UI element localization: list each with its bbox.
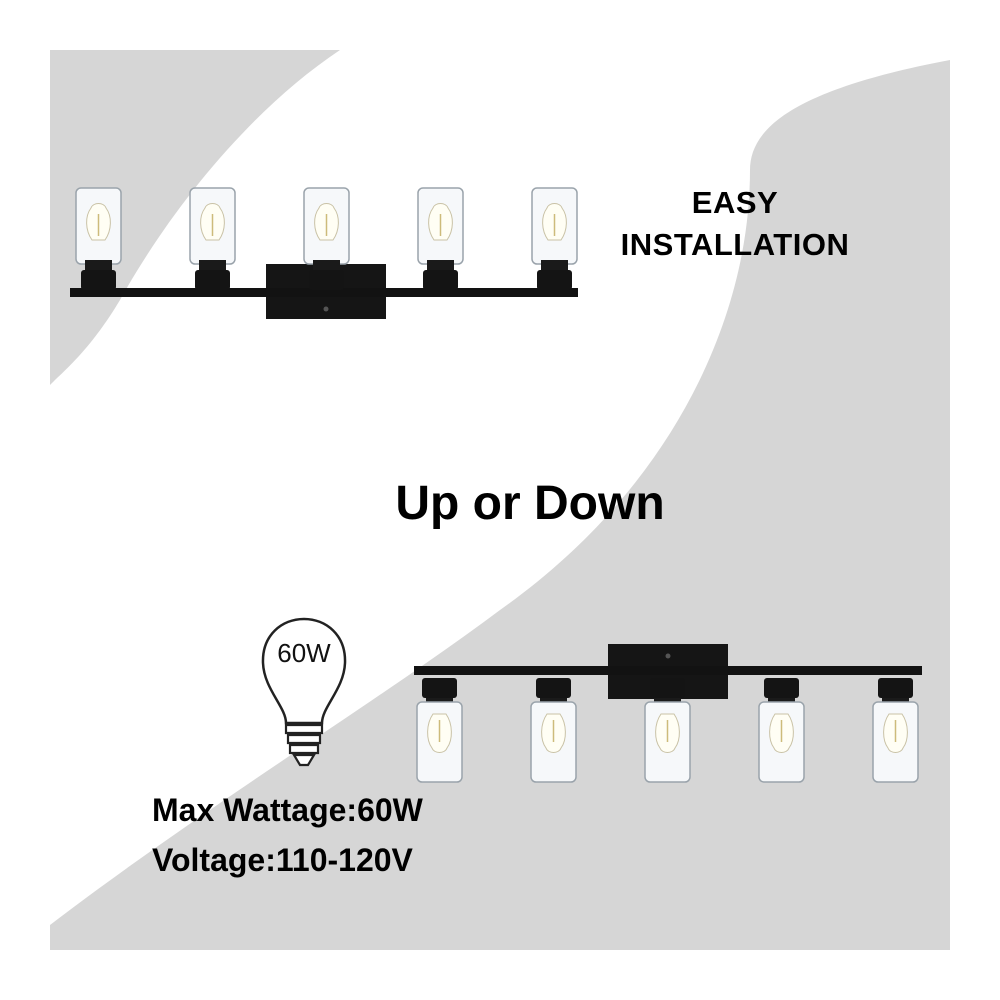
easy-heading-line1: EASY [691, 185, 779, 220]
bulb-wattage-label: 60W [277, 638, 331, 668]
vanity-light-fixture-down [414, 644, 922, 783]
glass-shade-lamp-3 [644, 678, 691, 783]
vanity-light-fixture-up [70, 187, 578, 319]
light-bulb-outline-icon [261, 617, 347, 767]
background-wave-shapes [50, 50, 950, 950]
glass-shade-lamp-5 [531, 187, 578, 290]
voltage-spec: Voltage:110-120V [152, 842, 413, 878]
glass-shade-lamp-1 [416, 678, 463, 783]
glass-shade-lamp-4 [417, 187, 464, 290]
glass-shade-lamp-2 [530, 678, 577, 783]
product-feature-panel: EASY INSTALLATION Up or Down 60W Max Wat… [50, 50, 950, 950]
glass-shade-lamp-4 [758, 678, 805, 783]
glass-shade-lamp-3 [303, 187, 350, 290]
glass-shade-lamp-1 [75, 187, 122, 290]
up-or-down-heading: Up or Down [395, 477, 665, 530]
fixture-bar [70, 288, 578, 297]
fixture-bar [414, 666, 922, 675]
glass-shade-lamp-2 [189, 187, 236, 290]
background-gray-region [50, 50, 950, 950]
easy-heading-line2: INSTALLATION [620, 227, 850, 262]
glass-shade-lamp-5 [872, 678, 919, 783]
max-wattage-spec: Max Wattage:60W [152, 792, 423, 828]
easy-installation-heading: EASY INSTALLATION [590, 182, 880, 266]
